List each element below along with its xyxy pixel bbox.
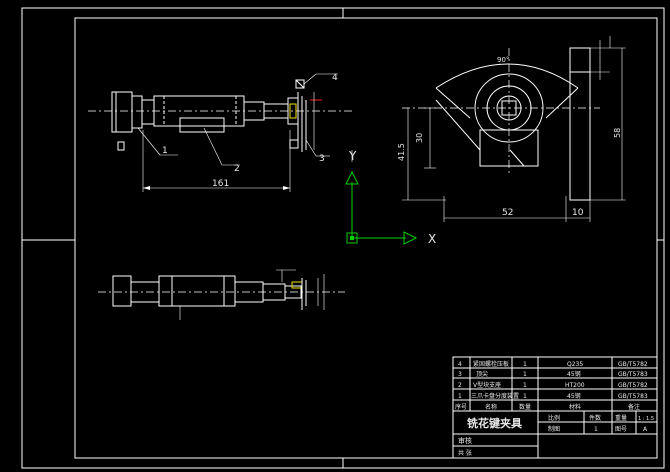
ucs-y-label: Y: [348, 149, 357, 163]
header-mat: 材料: [569, 403, 581, 411]
dim-30: 30: [415, 133, 424, 143]
row3-qty: 1: [523, 371, 527, 378]
balloon-4: 4: [332, 73, 338, 83]
balloon-1: 1: [162, 146, 168, 156]
row4-mat: Q235: [567, 361, 583, 368]
label-scale: 比例: [548, 414, 560, 422]
ucs-icon: Y X: [345, 149, 436, 246]
dim-front-length: 161: [212, 179, 229, 189]
side-view: 30 41.5 52 10 58 90°: [397, 36, 626, 222]
sheet-frame: [21, 7, 665, 469]
label-checked: 审核: [458, 436, 472, 445]
dim-10: 10: [572, 208, 584, 218]
header-name: 名称: [485, 403, 497, 411]
row4-seq: 4: [458, 361, 462, 368]
dim-angle: 90°: [497, 56, 509, 64]
dim-58: 58: [613, 128, 622, 138]
row4-note: GB/T5782: [618, 361, 648, 368]
label-count: 件数: [589, 414, 601, 422]
front-view: 161 1 2 3 4: [88, 73, 352, 192]
value-count: 1: [594, 426, 598, 433]
header-note: 备注: [628, 403, 640, 411]
row3-mat: 45钢: [567, 370, 581, 378]
balloon-3: 3: [319, 154, 325, 164]
row3-seq: 3: [458, 371, 462, 378]
label-no: 共 张: [458, 449, 472, 457]
row1-note: GB/T5783: [618, 393, 648, 400]
row3-note: GB/T5783: [618, 371, 648, 378]
drawing-title: 铣花键夹具: [467, 416, 522, 430]
row2-qty: 1: [523, 382, 527, 389]
row1-mat: 45钢: [567, 392, 581, 400]
row4-name: 紧固螺栓压板: [473, 360, 509, 368]
parts-list: 4 紧固螺栓压板 1 Q235 GB/T5782 3 顶尖 1 45钢 GB/T…: [455, 360, 648, 411]
row2-note: GB/T5782: [618, 382, 648, 389]
row3-name: 顶尖: [476, 370, 488, 378]
header-qty: 数量: [519, 403, 531, 411]
row1-seq: 1: [458, 393, 462, 400]
row2-name: V型块支座: [473, 381, 501, 389]
label-drawn: 制图: [548, 425, 560, 433]
row1-qty: 1: [523, 393, 527, 400]
row2-mat: HT200: [565, 382, 585, 389]
header-seq: 序号: [455, 403, 467, 411]
title-block: [452, 356, 658, 459]
balloon-2: 2: [234, 164, 240, 174]
ucs-x-label: X: [428, 232, 436, 246]
row4-qty: 1: [523, 361, 527, 368]
row2-seq: 2: [458, 382, 462, 389]
label-sheet: 图号: [615, 426, 627, 433]
lower-view: [98, 269, 345, 320]
label-weight: 重量: [615, 414, 627, 422]
value-scale: 1 : 1.5: [638, 416, 654, 422]
dim-41-5: 41.5: [397, 143, 406, 161]
dim-52: 52: [502, 208, 513, 218]
value-sheet: A: [643, 426, 648, 433]
row1-name: 三爪卡盘分度装置: [471, 392, 519, 400]
title-area: 铣花键夹具 比例 件数 重量 1 : 1.5 制图 1 图号 A 审核 共 张: [458, 414, 654, 457]
